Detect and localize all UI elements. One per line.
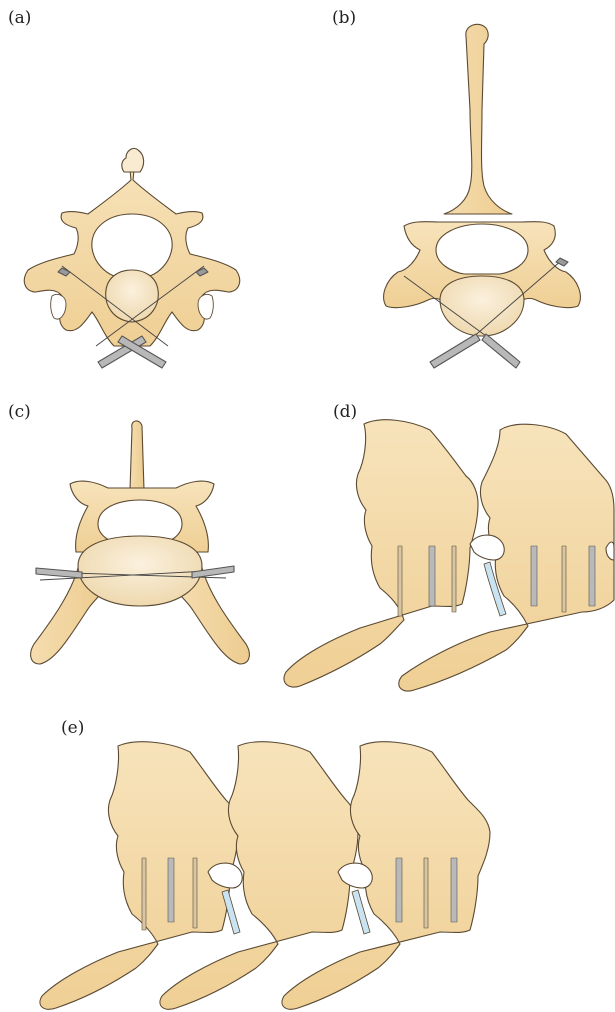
panel-d-vertebrae bbox=[284, 420, 614, 691]
panel-e-vertebrae bbox=[40, 742, 490, 1010]
panel-label-e: (e) bbox=[61, 720, 84, 737]
panel-label-a: (a) bbox=[8, 10, 31, 27]
panel-c-vertebra bbox=[31, 421, 250, 664]
panel-label-c: (c) bbox=[8, 404, 31, 421]
panel-label-d: (d) bbox=[333, 404, 357, 421]
panel-label-b: (b) bbox=[332, 10, 356, 27]
panel-d-vertebra-1 bbox=[284, 420, 478, 687]
panel-b-vertebra bbox=[384, 24, 581, 368]
panel-a-vertebra bbox=[24, 148, 239, 368]
